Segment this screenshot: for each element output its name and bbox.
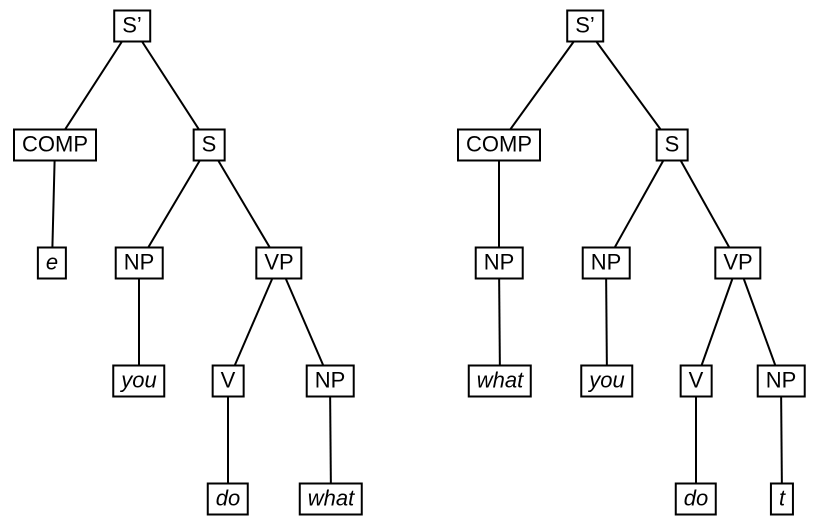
left-tree-node-you: you	[112, 364, 166, 398]
right-tree-edge-vp-v	[695, 262, 739, 382]
right-tree-node-do: do	[674, 482, 718, 516]
left-tree-edge-np2-what	[329, 380, 332, 500]
left-tree-node-s: S	[192, 128, 226, 162]
left-tree-node-what: what	[298, 482, 364, 516]
right-tree-node-np3: NP	[756, 364, 806, 398]
right-tree-node-t: t	[769, 482, 795, 516]
left-tree-node-v: V	[211, 364, 245, 398]
left-tree-node-np1: NP	[114, 246, 164, 280]
left-tree-node-sbar: S’	[113, 9, 151, 43]
left-tree-node-vp: VP	[255, 246, 303, 280]
right-tree-edge-sbar-comp	[498, 25, 586, 146]
right-tree-node-np2: NP	[581, 246, 631, 280]
right-tree-node-v: V	[679, 364, 713, 398]
right-tree-edge-vp-np3	[737, 262, 782, 382]
right-tree-node-s: S	[655, 128, 689, 162]
left-tree-node-do: do	[206, 482, 250, 516]
right-tree-edge-s-np2	[605, 144, 673, 264]
left-tree-node-np2: NP	[305, 364, 355, 398]
left-tree-edge-s-np1	[138, 144, 210, 264]
right-tree-node-vp: VP	[714, 246, 762, 280]
left-tree-edge-sbar-comp	[54, 25, 133, 146]
left-tree-edge-comp-e	[51, 144, 56, 264]
right-tree-node-sbar: S’	[566, 9, 604, 43]
right-tree-edge-s-vp	[671, 144, 739, 264]
right-tree-node-np1: NP	[474, 246, 524, 280]
left-tree-edge-vp-np2	[278, 262, 331, 382]
right-tree-edge-np1-what	[498, 262, 501, 382]
left-tree-edge-sbar-s	[131, 25, 210, 146]
right-tree-edge-np3-t	[780, 380, 783, 500]
left-tree-node-e: e	[36, 246, 68, 280]
right-tree-node-you: you	[580, 364, 634, 398]
right-tree-node-what: what	[467, 364, 533, 398]
right-tree-edge-sbar-s	[584, 25, 673, 146]
right-tree-edge-np2-you	[605, 262, 608, 382]
left-tree-edge-vp-v	[227, 262, 280, 382]
left-tree-edge-s-vp	[208, 144, 280, 264]
right-tree-node-comp: COMP	[457, 128, 541, 162]
left-tree-node-comp: COMP	[13, 128, 97, 162]
